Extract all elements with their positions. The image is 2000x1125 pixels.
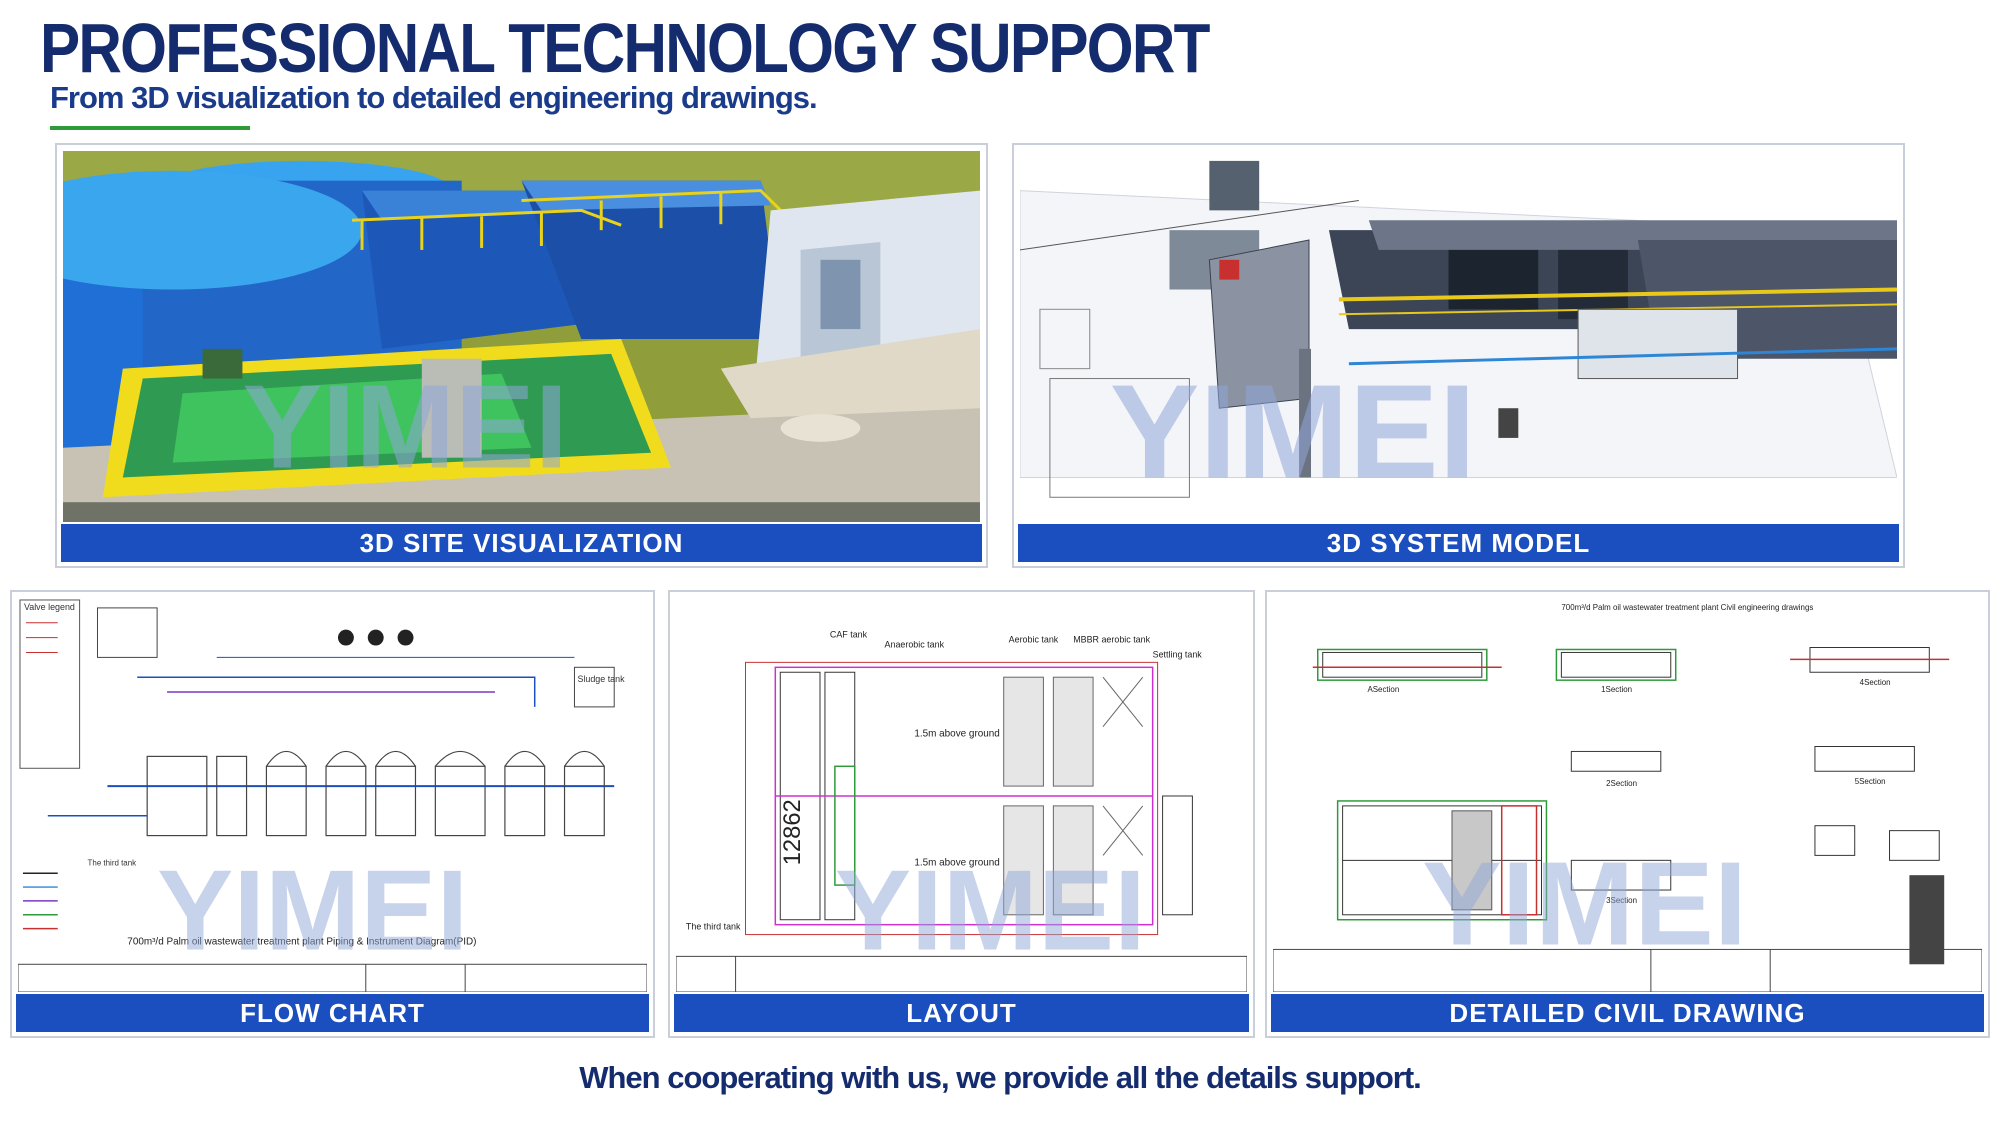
layout-third-tank: The third tank — [686, 922, 741, 932]
panel-detailed-civil-drawing: 700m³/d Palm oil wastewater treatment pl… — [1265, 590, 1990, 1038]
flow-title: 700m³/d Palm oil wastewater treatment pl… — [127, 936, 476, 947]
civil-drawing: 700m³/d Palm oil wastewater treatment pl… — [1273, 598, 1982, 992]
site-visualization-image: YIMEI — [63, 151, 980, 522]
civil-title: 700m³/d Palm oil wastewater treatment pl… — [1561, 603, 1813, 612]
layout-anaerobic-label: Anaerobic tank — [885, 640, 945, 650]
layout-mbbr-label: MBBR aerobic tank — [1073, 635, 1150, 645]
watermark-text: YIMEI — [835, 848, 1146, 975]
civil-section-4: 2Section — [1606, 779, 1637, 788]
layout-aerobic-label: Aerobic tank — [1009, 635, 1059, 645]
accent-underline — [50, 126, 250, 130]
civil-section-3: 4Section — [1860, 678, 1891, 687]
civil-section-1: ASection — [1367, 685, 1399, 694]
flow-sludge-tank: Sludge tank — [577, 674, 625, 684]
panel-3d-system-model: YIMEI 3D SYSTEM MODEL — [1012, 143, 1905, 568]
watermark-text: YIMEI — [242, 361, 568, 494]
watermark-text: YIMEI — [1110, 358, 1476, 506]
panel-flow-chart: Valve legend Sludge tank The third tank — [10, 590, 655, 1038]
valve-legend-title: Valve legend — [24, 602, 75, 612]
flow-chart-drawing: Valve legend Sludge tank The third tank — [18, 598, 647, 992]
layout-above-ground-2: 1.5m above ground — [914, 857, 1000, 868]
layout-settling-label: Settling tank — [1153, 649, 1203, 659]
civil-section-6: 3Section — [1606, 896, 1637, 905]
watermark-text: YIMEI — [157, 848, 468, 975]
page-title: PROFESSIONAL TECHNOLOGY SUPPORT — [40, 9, 1210, 87]
flow-third-tank: The third tank — [88, 858, 137, 867]
footer-text: When cooperating with us, we provide all… — [579, 1060, 1422, 1095]
watermark-text: YIMEI — [1422, 838, 1747, 971]
layout-drawing: Anaerobic tank Aerobic tank MBBR aerobic… — [676, 598, 1247, 992]
page-subtitle: From 3D visualization to detailed engine… — [50, 80, 818, 115]
system-model-image: YIMEI — [1020, 151, 1897, 522]
civil-section-5: 5Section — [1855, 777, 1886, 786]
layout-above-ground-1: 1.5m above ground — [914, 729, 1000, 740]
panel-layout: Anaerobic tank Aerobic tank MBBR aerobic… — [668, 590, 1255, 1038]
layout-dimension: 12862 — [779, 799, 806, 865]
civil-section-2: 1Section — [1601, 685, 1632, 694]
panel-3d-site-visualization: YIMEI 3D SITE VISUALIZATION — [55, 143, 988, 568]
panel-label: LAYOUT — [674, 994, 1249, 1032]
panel-label: DETAILED CIVIL DRAWING — [1271, 994, 1984, 1032]
layout-caf-label: CAF tank — [830, 630, 868, 640]
panel-label: FLOW CHART — [16, 994, 649, 1032]
panel-label: 3D SYSTEM MODEL — [1018, 524, 1899, 562]
panel-label: 3D SITE VISUALIZATION — [61, 524, 982, 562]
